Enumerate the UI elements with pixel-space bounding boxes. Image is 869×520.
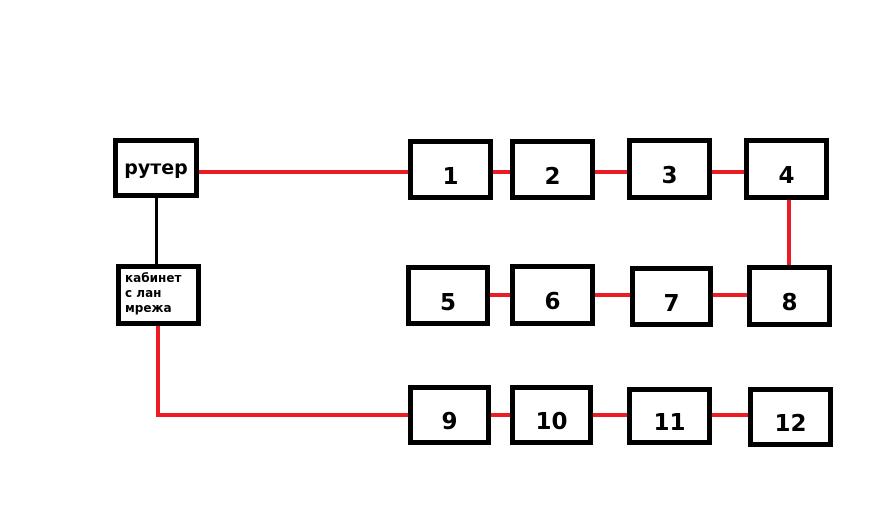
node-12: 12	[748, 387, 833, 447]
edge-cabinet-node9	[156, 413, 408, 417]
edge-node6-node7	[595, 293, 630, 297]
node-cabinet-label-line1: кабинет	[125, 271, 182, 285]
node-2-label: 2	[544, 163, 561, 190]
node-3-label: 3	[661, 163, 678, 189]
node-5: 5	[406, 265, 490, 326]
node-router-label: рутер	[124, 157, 188, 179]
edge-node2-node3	[594, 170, 627, 174]
node-6-label: 6	[544, 289, 561, 315]
edge-node10-node11	[593, 413, 627, 417]
edge-node11-node12	[712, 413, 748, 417]
node-router: рутер	[113, 138, 199, 198]
node-11: 11	[627, 387, 712, 445]
edge-router-cabinet	[155, 198, 158, 264]
edge-node5-node6	[490, 293, 510, 297]
node-1-label: 1	[442, 163, 459, 190]
edge-node7-node8	[713, 293, 747, 297]
node-4: 4	[744, 138, 829, 200]
node-7-label: 7	[663, 290, 680, 317]
node-6: 6	[510, 264, 595, 326]
node-10-label: 10	[535, 409, 568, 435]
edge-node4-node8	[787, 200, 791, 267]
node-5-label: 5	[439, 289, 456, 316]
edge-node9-node10	[491, 413, 510, 417]
edge-node1-node2	[492, 170, 510, 174]
node-4-label: 4	[778, 163, 795, 189]
edge-cabinet-vertical	[156, 326, 160, 417]
node-12-label: 12	[774, 411, 807, 437]
node-8: 8	[747, 265, 832, 327]
node-cabinet-label-line3: мрежа	[125, 301, 172, 315]
edge-node3-node4	[712, 170, 745, 174]
edge-router-node1	[199, 170, 410, 174]
node-11-label: 11	[653, 410, 686, 436]
node-9-label: 9	[441, 409, 458, 435]
node-8-label: 8	[781, 290, 798, 316]
node-1: 1	[408, 139, 493, 200]
node-9: 9	[408, 385, 491, 445]
node-3: 3	[627, 138, 712, 200]
node-2: 2	[510, 139, 595, 200]
node-7: 7	[630, 266, 713, 327]
node-10: 10	[510, 385, 593, 445]
node-cabinet-label-line2: с лан	[125, 286, 162, 300]
node-cabinet: кабинет с лан мрежа	[116, 264, 201, 326]
